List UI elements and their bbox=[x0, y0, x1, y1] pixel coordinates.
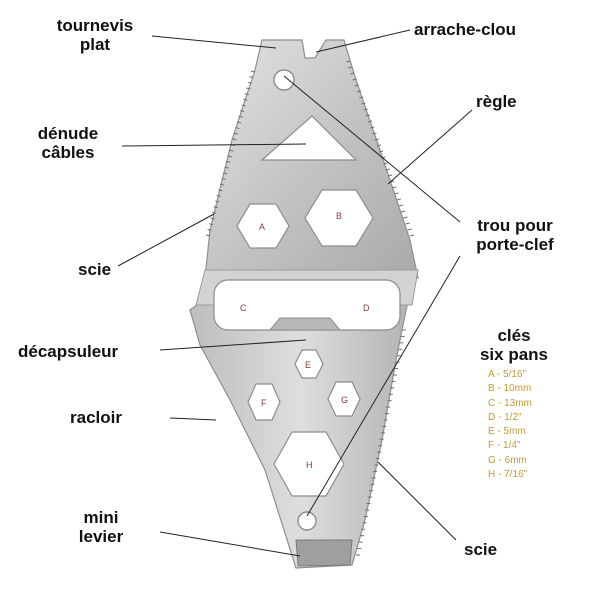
hex-letter-b: B bbox=[336, 211, 342, 221]
bottom-hole bbox=[297, 511, 317, 531]
label-trou-porte-clef: trou pour porte-clef bbox=[462, 216, 568, 254]
hex-letter-f: F bbox=[261, 398, 267, 408]
key-size-h: H - 7/16" bbox=[488, 469, 528, 481]
label-trou-line2: porte-clef bbox=[476, 235, 554, 254]
key-size-list: A - 5/16" B - 10mm C - 13mm D - 1/2" E -… bbox=[488, 368, 532, 482]
key-size-b: B - 10mm bbox=[488, 383, 532, 395]
hex-hole-e bbox=[294, 349, 324, 379]
bottle-opener-notch bbox=[268, 317, 342, 331]
hex-letter-d: D bbox=[363, 303, 370, 313]
hex-hole-b bbox=[304, 189, 374, 247]
hex-letter-h: H bbox=[306, 460, 313, 470]
leader-tournevis bbox=[151, 35, 277, 49]
label-tournevis-line1: tournevis bbox=[56, 16, 134, 35]
label-tournevis-line2: plat bbox=[79, 35, 111, 54]
label-regle: règle bbox=[476, 92, 517, 111]
label-cles-six-pans: clés six pans bbox=[460, 326, 568, 364]
label-mini-levier: mini levier bbox=[56, 508, 146, 546]
leader-porte-clef-2 bbox=[306, 255, 461, 517]
label-denude-line2: câbles bbox=[41, 143, 95, 162]
label-arrache-clou: arrache-clou bbox=[414, 20, 517, 39]
label-trou-line1: trou pour bbox=[477, 216, 553, 235]
label-denude-cables: dénude câbles bbox=[18, 124, 118, 162]
label-scie-left: scie bbox=[78, 260, 112, 279]
hex-hole-g bbox=[327, 381, 361, 417]
hex-letter-g: G bbox=[341, 395, 348, 405]
key-size-f: F - 1/4" bbox=[488, 440, 521, 452]
leader-decapsuleur bbox=[159, 339, 307, 351]
label-cles-line2: six pans bbox=[479, 345, 549, 364]
hex-letter-c: C bbox=[240, 303, 247, 313]
hex-letter-a: A bbox=[259, 222, 265, 232]
key-size-c: C - 13mm bbox=[488, 397, 532, 409]
hex-hole-a bbox=[236, 203, 290, 249]
leader-porte-clef bbox=[283, 75, 461, 223]
leader-scie-right bbox=[377, 461, 457, 541]
wire-stripper-cutout bbox=[260, 115, 358, 161]
label-mini-line2: levier bbox=[78, 527, 124, 546]
label-cles-line1: clés bbox=[497, 326, 531, 345]
key-size-a: A - 5/16" bbox=[488, 369, 527, 380]
label-tournevis-plat: tournevis plat bbox=[40, 16, 150, 54]
leader-mini-levier bbox=[159, 531, 301, 557]
leader-scie-left bbox=[117, 213, 215, 267]
key-size-g: G - 6mm bbox=[488, 454, 527, 466]
label-racloir: racloir bbox=[70, 408, 122, 427]
label-mini-line1: mini bbox=[83, 508, 119, 527]
leader-denude bbox=[121, 143, 307, 147]
key-size-d: D - 1/2" bbox=[488, 411, 522, 423]
saw-teeth bbox=[205, 60, 415, 556]
key-size-e: E - 5mm bbox=[488, 426, 526, 438]
hex-letter-e: E bbox=[305, 360, 311, 370]
label-scie-right: scie bbox=[464, 540, 498, 559]
leader-racloir bbox=[169, 417, 217, 421]
leader-regle bbox=[387, 109, 473, 185]
keyring-hole bbox=[273, 69, 295, 91]
hex-hole-f bbox=[247, 383, 281, 421]
leader-arrache-clou bbox=[315, 29, 411, 53]
label-decapsuleur: décapsuleur bbox=[18, 342, 119, 361]
mini-lever-face bbox=[295, 539, 353, 567]
label-denude-line1: dénude bbox=[37, 124, 99, 143]
hex-hole-h bbox=[273, 431, 345, 497]
